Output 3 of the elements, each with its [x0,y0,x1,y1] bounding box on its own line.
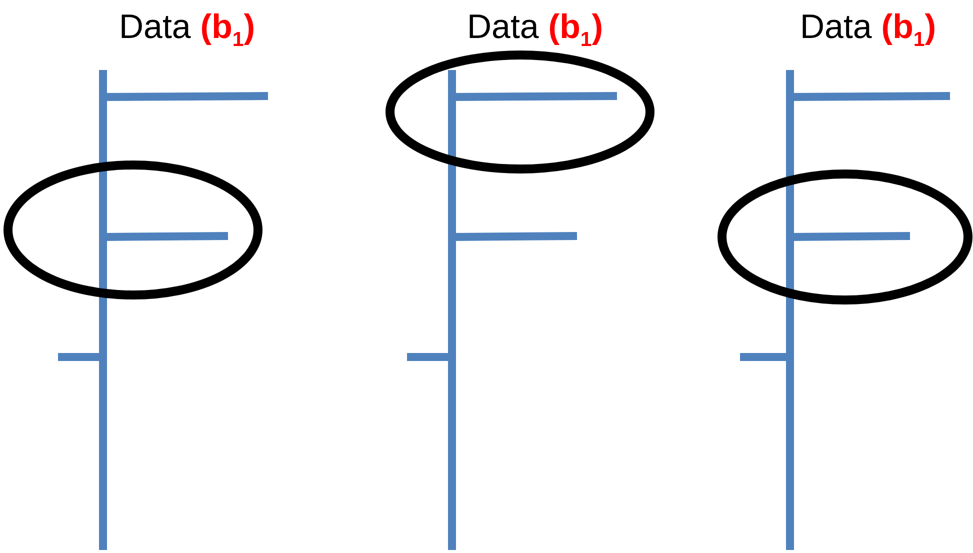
panel-title: Data (b$_{1}$) [800,8,936,52]
panel-title: Data (b$_{1}$) [466,8,604,52]
panel-title: Data (b$_{1}$) [118,8,256,52]
